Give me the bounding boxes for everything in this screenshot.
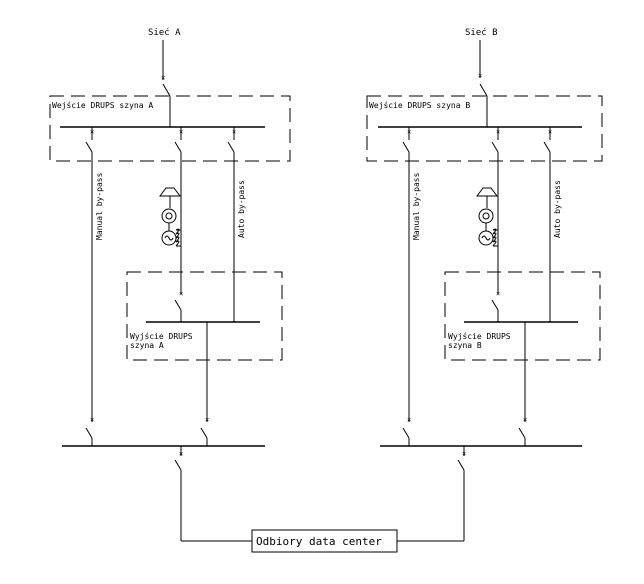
- source-a-switch: [162, 83, 171, 97]
- drups-a-output-switch: [174, 299, 182, 311]
- manual-bypass-a-lower-switch: [85, 427, 93, 439]
- input-bus-b-label: Wejście DRUPS szyna B: [369, 100, 470, 110]
- svg-text:×: ×: [179, 128, 183, 136]
- load-label: Odbiory data center: [256, 535, 382, 548]
- svg-text:×: ×: [407, 416, 411, 424]
- svg-text:×: ×: [462, 450, 466, 458]
- auto-bypass-a-label: Auto by-pass: [237, 180, 246, 238]
- svg-text:×: ×: [548, 128, 552, 136]
- drups-b-output-switch: [491, 299, 499, 311]
- source-b-switch: [479, 83, 488, 97]
- side-b: Sieć B × Wejście DRUPS szyna B × Manual …: [366, 27, 603, 542]
- manual-bypass-b-switch: [402, 141, 410, 153]
- load-b-switch: [457, 459, 465, 471]
- drups-a-machine-icon: [159, 187, 181, 247]
- svg-text:×: ×: [407, 128, 411, 136]
- output-bus-b-label-1: Wyjście DRUPS: [448, 331, 511, 341]
- output-bus-b-enclosure: [444, 271, 601, 361]
- load-a-switch: [174, 459, 182, 471]
- svg-text:×: ×: [496, 128, 500, 136]
- auto-bypass-b-label: Auto by-pass: [553, 180, 562, 238]
- svg-text:×: ×: [205, 416, 209, 424]
- manual-bypass-a-switch: [85, 141, 93, 153]
- output-a-lower-switch: [200, 427, 208, 439]
- drups-a-input-switch: [174, 141, 182, 153]
- output-bus-a-label-1: Wyjście DRUPS: [130, 331, 193, 341]
- input-bus-b-enclosure: [366, 95, 603, 162]
- drups-b-input-switch: [491, 141, 499, 153]
- input-bus-a-label: Wejście DRUPS szyna A: [52, 100, 153, 110]
- manual-bypass-a-label: Manual by-pass: [95, 172, 104, 240]
- svg-text:×: ×: [90, 416, 94, 424]
- drups-b-machine-icon: [476, 187, 498, 247]
- source-b-label: Sieć B: [465, 27, 498, 38]
- auto-bypass-a-switch: [227, 141, 235, 153]
- load-box: [251, 529, 398, 553]
- output-bus-a-enclosure: [126, 271, 283, 361]
- svg-text:×: ×: [179, 290, 183, 298]
- svg-text:×: ×: [496, 290, 500, 298]
- manual-bypass-b-label: Manual by-pass: [412, 172, 421, 240]
- svg-text:×: ×: [90, 128, 94, 136]
- output-bus-b-label-2: szyna B: [448, 341, 482, 350]
- input-bus-a-enclosure: [49, 95, 291, 162]
- source-a-label: Sieć A: [148, 27, 181, 38]
- auto-bypass-b-switch: [543, 141, 551, 153]
- svg-text:×: ×: [179, 450, 183, 458]
- svg-text:×: ×: [478, 72, 482, 80]
- svg-text:×: ×: [161, 74, 165, 82]
- side-a: Sieć A × Wejście DRUPS szyna A × Manual …: [49, 27, 291, 542]
- svg-text:×: ×: [232, 128, 236, 136]
- svg-text:×: ×: [523, 416, 527, 424]
- output-b-lower-switch: [518, 427, 526, 439]
- output-bus-a-label-2: szyna A: [130, 341, 164, 350]
- manual-bypass-b-lower-switch: [402, 427, 410, 439]
